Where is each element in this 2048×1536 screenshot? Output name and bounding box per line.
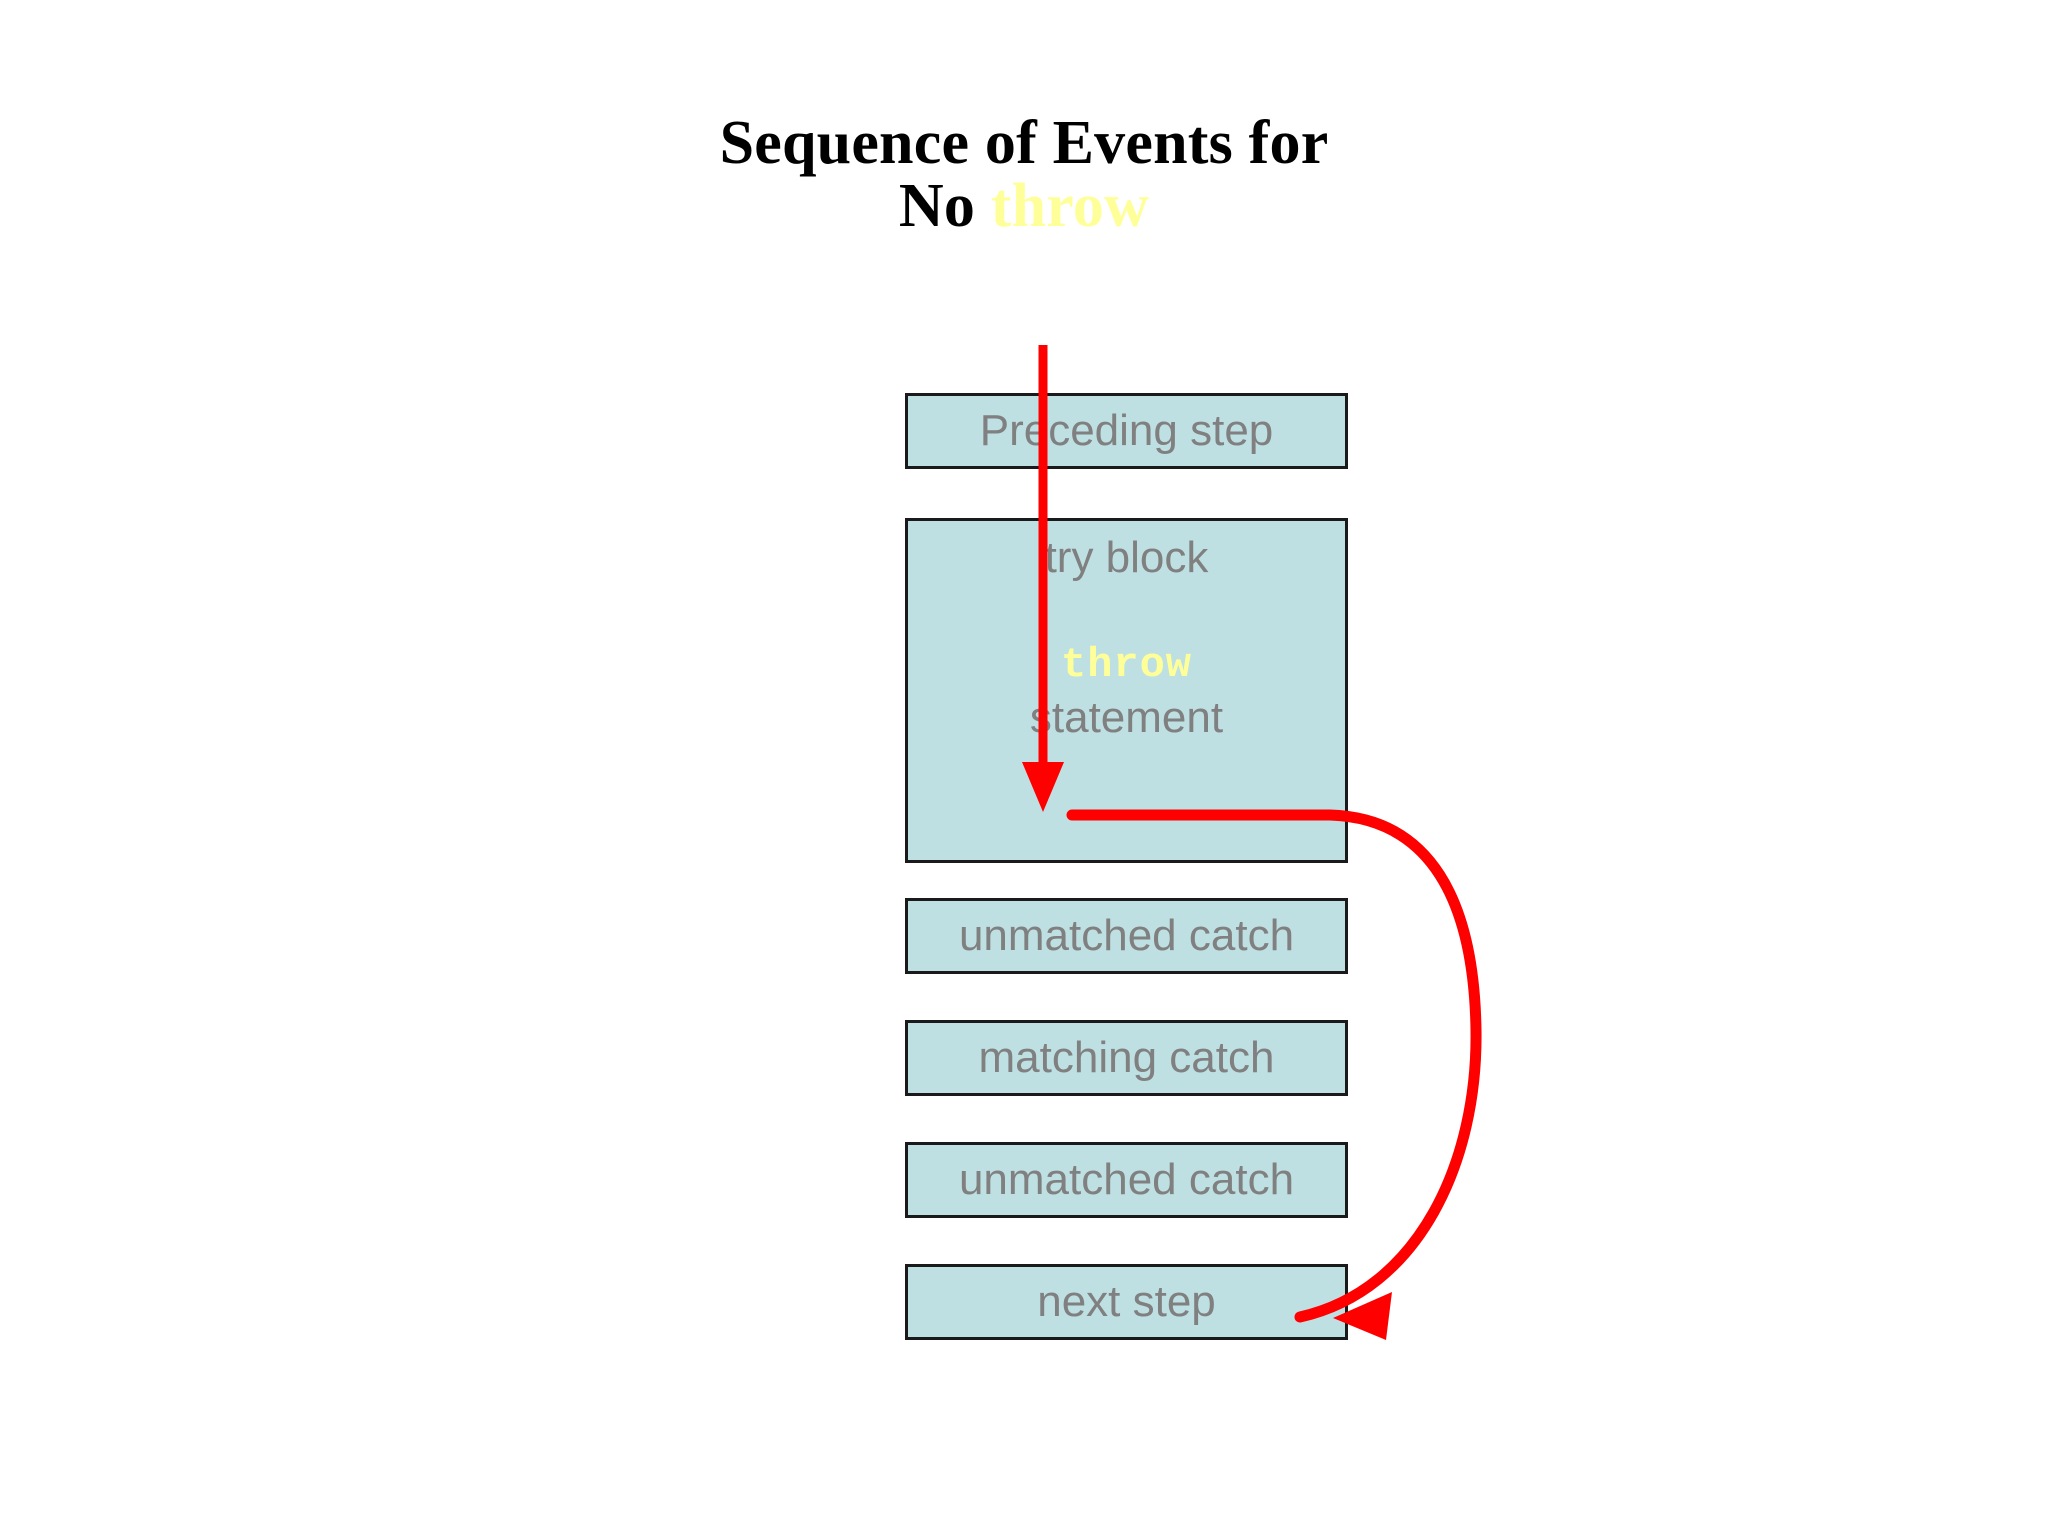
try-block-statement: statement <box>1029 693 1224 743</box>
flow-box-unmatched-catch-1[interactable]: unmatched catch <box>905 898 1348 974</box>
try-block-header: try block <box>1044 533 1209 582</box>
flow-box-try-block[interactable]: try block throw statement <box>905 518 1348 863</box>
try-block-keyword-throw: throw <box>1060 641 1193 690</box>
flow-box-preceding-step-label: Preceding step <box>979 406 1274 455</box>
page-title: Sequence of Events for No throw <box>0 109 2048 238</box>
title-line-2-prefix: No <box>898 172 991 241</box>
flow-box-preceding-step[interactable]: Preceding step <box>905 393 1348 469</box>
flow-box-next-step[interactable]: next step <box>905 1264 1348 1340</box>
flow-box-matching-catch[interactable]: matching catch <box>905 1020 1348 1096</box>
flow-box-unmatched-catch-1-label: unmatched catch <box>958 911 1295 960</box>
title-line-2: No throw <box>0 175 2048 238</box>
flow-box-unmatched-catch-2-label: unmatched catch <box>958 1155 1295 1204</box>
title-line-1: Sequence of Events for <box>719 109 1329 177</box>
try-block-content: try block throw statement <box>908 533 1345 743</box>
flow-box-next-step-label: next step <box>1037 1277 1216 1326</box>
title-keyword-throw: throw <box>990 172 1150 241</box>
flow-box-matching-catch-label: matching catch <box>978 1033 1275 1082</box>
flow-box-unmatched-catch-2[interactable]: unmatched catch <box>905 1142 1348 1218</box>
